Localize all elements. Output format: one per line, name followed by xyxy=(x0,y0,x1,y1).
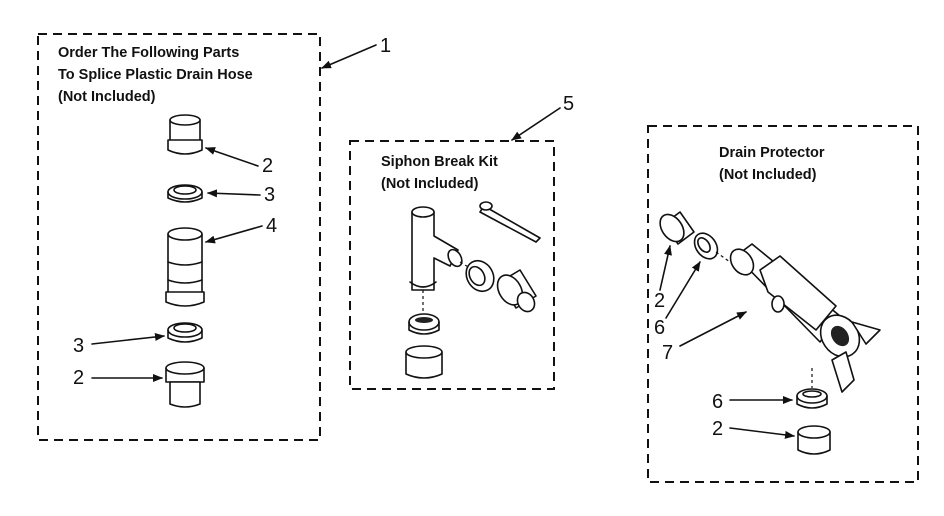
splice-adapter-top-part xyxy=(167,114,203,155)
drain-guide-line xyxy=(715,251,731,263)
drain-callout-2-bottom-arrow xyxy=(729,427,795,439)
splice-title-line2: To Splice Plastic Drain Hose xyxy=(58,67,253,83)
drain-adapter-bottom-part xyxy=(797,425,831,455)
drain-callout-2-bottom: 2 xyxy=(712,418,723,440)
drain-callout-7-arrow xyxy=(679,311,747,347)
splice-connector-part xyxy=(165,227,205,307)
drain-adapter-left-part xyxy=(659,211,695,245)
callout-1-arrow xyxy=(321,44,377,69)
splice-callout-3-bottom: 3 xyxy=(73,335,84,357)
siphon-ring-part xyxy=(465,259,495,293)
drain-callout-2-left: 2 xyxy=(654,290,665,312)
drain-callout-6-bottom: 6 xyxy=(712,391,723,413)
callout-1: 1 xyxy=(380,35,391,57)
drain-callout-7: 7 xyxy=(662,342,673,364)
splice-callout-2-top: 2 xyxy=(262,155,273,177)
drain-ring-left-part xyxy=(693,232,719,260)
splice-callout-3-bottom-arrow xyxy=(91,333,165,345)
drain-callout-2-left-arrow xyxy=(659,245,672,291)
siphon-lower-ring-part xyxy=(408,313,440,335)
siphon-tee-part xyxy=(409,206,463,291)
drain-protector-box xyxy=(647,125,919,483)
splice-callout-2-top-arrow xyxy=(205,147,259,167)
siphon-adapter-part xyxy=(496,269,537,313)
drain-title-line1: Drain Protector xyxy=(719,145,825,161)
drain-callout-6-left-arrow xyxy=(665,261,701,319)
siphon-kit-box xyxy=(349,140,555,390)
drain-ring-bottom-part xyxy=(796,388,828,409)
callout-5-arrow xyxy=(511,107,561,141)
splice-callout-2-bottom: 2 xyxy=(73,367,84,389)
siphon-cable-tie-part xyxy=(479,201,541,243)
splice-callout-3-top-arrow xyxy=(207,189,261,198)
splice-callout-4-arrow xyxy=(205,225,263,244)
splice-title-line3: (Not Included) xyxy=(58,89,156,105)
splice-parts-box xyxy=(37,33,321,441)
splice-title-line1: Order The Following Parts xyxy=(58,45,239,61)
splice-adapter-bottom-part xyxy=(165,361,205,408)
drain-protector-body-part xyxy=(729,243,881,393)
drain-title-line2: (Not Included) xyxy=(719,167,817,183)
splice-callout-3-top: 3 xyxy=(264,184,275,206)
siphon-lower-adapter-part xyxy=(405,345,443,379)
callout-5: 5 xyxy=(563,93,574,115)
siphon-guide-line-2 xyxy=(459,261,471,269)
splice-callout-4: 4 xyxy=(266,215,277,237)
siphon-title-line2: (Not Included) xyxy=(381,176,479,192)
splice-clamp-bottom-part xyxy=(167,322,203,343)
drain-callout-6-left: 6 xyxy=(654,317,665,339)
splice-clamp-top-part xyxy=(167,184,203,203)
siphon-title-line1: Siphon Break Kit xyxy=(381,154,498,170)
